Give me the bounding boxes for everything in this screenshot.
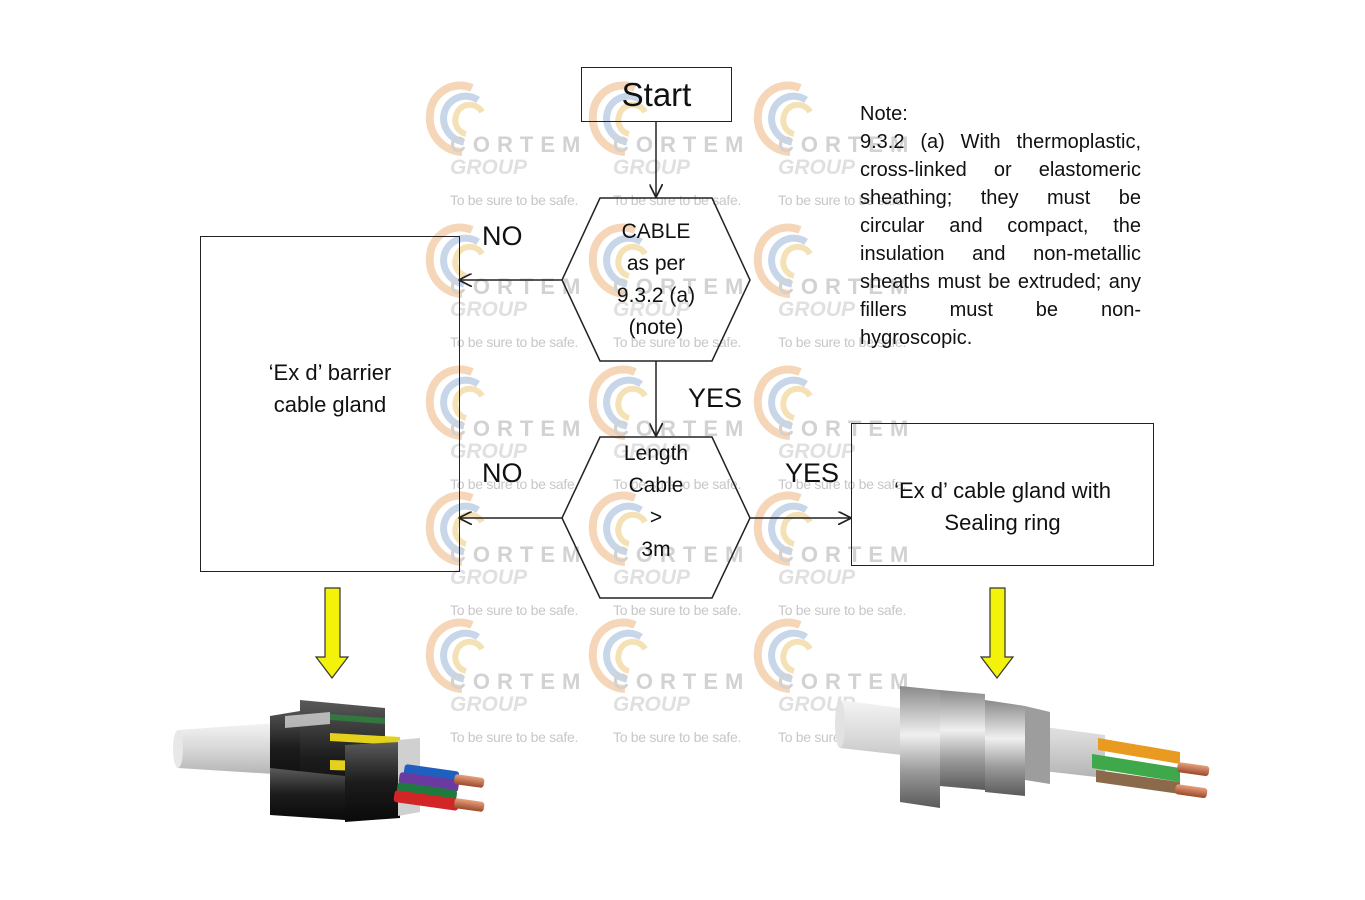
note-body: 9.3.2 (a) With thermoplastic, cross-link…	[860, 131, 1141, 349]
decision-length-label: Length Cable > 3m	[623, 442, 689, 561]
start-box: Start	[581, 67, 732, 122]
no-label-cable: NO	[482, 221, 523, 251]
sealing-gland-illustration	[835, 686, 1210, 808]
decision-cable-label: CABLE as per 9.3.2 (a) (note)	[616, 220, 696, 339]
note-block: Note: 9.3.2 (a) With thermoplastic, cros…	[860, 100, 1141, 352]
sealing-gland-box: ‘Ex d’ cable gland with Sealing ring	[851, 423, 1154, 566]
no-label-length: NO	[482, 458, 523, 488]
start-label: Start	[621, 75, 692, 113]
sealing-gland-label: ‘Ex d’ cable gland with Sealing ring	[894, 478, 1111, 535]
yes-label-length: YES	[785, 458, 840, 488]
yellow-down-arrow-right	[979, 587, 1015, 679]
barrier-gland-illustration	[173, 700, 485, 822]
barrier-gland-box: ‘Ex d’ barrier cable gland	[200, 236, 460, 572]
note-heading: Note:	[860, 103, 908, 125]
yes-label-cable: YES	[688, 383, 743, 413]
yellow-down-arrow-left	[314, 587, 350, 679]
barrier-gland-label: ‘Ex d’ barrier cable gland	[268, 360, 392, 417]
